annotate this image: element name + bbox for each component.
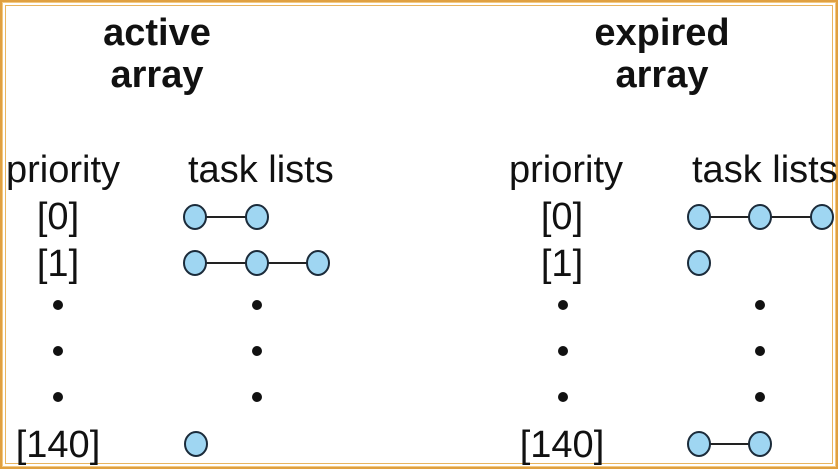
task-node	[748, 431, 772, 457]
active-task-dot	[252, 300, 262, 310]
active-task-dot	[252, 346, 262, 356]
active-priority-dot	[53, 300, 63, 310]
expired-priority-dot	[558, 300, 568, 310]
expired-priority-dot	[558, 392, 568, 402]
active-task-dot	[252, 392, 262, 402]
task-node	[306, 250, 330, 276]
task-node	[687, 204, 711, 230]
active-priority-dot	[53, 346, 63, 356]
active-task-lists-header: task lists	[188, 149, 334, 191]
task-node	[245, 204, 269, 230]
expired-priority-header: priority	[509, 149, 624, 191]
task-node	[183, 250, 207, 276]
expired-task-dot	[755, 300, 765, 310]
expired-list-1	[687, 250, 711, 276]
task-node	[748, 204, 772, 230]
task-node	[687, 431, 711, 457]
expired-task-dot	[755, 392, 765, 402]
expired-array-title: expired array	[594, 12, 730, 96]
expired-task-lists-header: task lists	[692, 149, 838, 191]
task-node	[184, 431, 208, 457]
active-priority-140: [140]	[15, 424, 101, 466]
expired-priority-dot	[558, 346, 568, 356]
active-list-140	[184, 431, 208, 457]
expired-list-140	[687, 431, 772, 457]
task-node	[245, 250, 269, 276]
active-priority-header: priority	[6, 149, 121, 191]
active-priority-1: [1]	[36, 243, 80, 285]
expired-priority-0: [0]	[540, 196, 584, 238]
expired-priority-140: [140]	[519, 424, 605, 466]
active-priority-dot	[53, 392, 63, 402]
active-list-0	[183, 204, 269, 230]
task-node	[687, 250, 711, 276]
task-node	[810, 204, 834, 230]
expired-list-0	[687, 204, 834, 230]
expired-task-dot	[755, 346, 765, 356]
active-array-title: active array	[103, 12, 211, 96]
active-priority-0: [0]	[36, 196, 80, 238]
expired-priority-1: [1]	[540, 243, 584, 285]
active-list-1	[183, 250, 330, 276]
ellipsis-dots	[53, 300, 765, 402]
task-node	[183, 204, 207, 230]
